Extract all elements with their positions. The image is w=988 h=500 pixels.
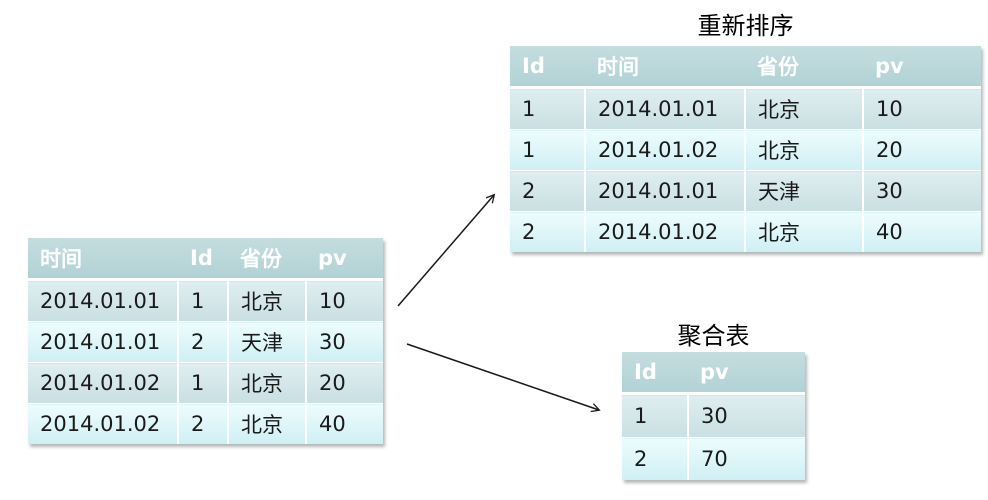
table-cell: 10 bbox=[305, 279, 383, 322]
table-row: 2014.01.01 2 天津 30 bbox=[28, 321, 383, 363]
table-cell: 1 bbox=[510, 129, 585, 171]
table-cell: 30 bbox=[687, 393, 805, 438]
table-cell: 1 bbox=[510, 87, 585, 130]
table-cell: 天津 bbox=[227, 321, 306, 363]
table-cell: 20 bbox=[862, 129, 981, 171]
column-header-id: Id bbox=[178, 238, 228, 281]
table-cell: 2014.01.01 bbox=[28, 279, 178, 322]
table-cell: 北京 bbox=[744, 211, 863, 252]
table-cell: 40 bbox=[305, 403, 383, 444]
table-row: 2014.01.02 2 北京 40 bbox=[28, 403, 383, 444]
table-row: 2 2014.01.01 天津 30 bbox=[510, 170, 981, 212]
arrow-to-reorder-icon bbox=[397, 193, 496, 307]
table-header-row: 时间 Id 省份 pv bbox=[28, 238, 383, 281]
table-cell: 北京 bbox=[227, 362, 306, 404]
table-cell: 2014.01.02 bbox=[28, 403, 178, 444]
table-cell: 2014.01.01 bbox=[584, 87, 745, 130]
column-header-pv: pv bbox=[688, 352, 805, 395]
table-cell: 20 bbox=[305, 362, 383, 404]
table-cell: 1 bbox=[177, 279, 228, 322]
column-header-pv: pv bbox=[863, 46, 981, 89]
table-cell: 2014.01.02 bbox=[28, 362, 178, 404]
table-row: 2 70 bbox=[622, 437, 805, 480]
table-cell: 北京 bbox=[744, 129, 863, 171]
table-cell: 2 bbox=[622, 437, 688, 480]
reorder-table: Id 时间 省份 pv 1 2014.01.01 北京 10 1 2014.01… bbox=[510, 46, 981, 252]
table-row: 2 2014.01.02 北京 40 bbox=[510, 211, 981, 252]
table-row: 2014.01.01 1 北京 10 bbox=[28, 279, 383, 322]
table-row: 1 30 bbox=[622, 393, 805, 438]
table-cell: 30 bbox=[862, 170, 981, 212]
table-cell: 10 bbox=[862, 87, 981, 130]
table-cell: 2014.01.01 bbox=[584, 170, 745, 212]
table-cell: 2014.01.01 bbox=[28, 321, 178, 363]
table-header-row: Id 时间 省份 pv bbox=[510, 46, 981, 89]
aggregate-table-title: 聚合表 bbox=[677, 322, 750, 350]
column-header-pv: pv bbox=[306, 238, 383, 281]
table-cell: 北京 bbox=[744, 87, 863, 130]
table-cell: 40 bbox=[862, 211, 981, 252]
table-cell: 2 bbox=[510, 211, 585, 252]
table-cell: 1 bbox=[177, 362, 228, 404]
column-header-time: 时间 bbox=[28, 238, 178, 281]
reorder-table-title: 重新排序 bbox=[697, 12, 794, 40]
table-cell: 北京 bbox=[227, 403, 306, 444]
table-row: 1 2014.01.01 北京 10 bbox=[510, 87, 981, 130]
table-header-row: Id pv bbox=[622, 352, 805, 395]
column-header-id: Id bbox=[510, 46, 585, 89]
table-cell: 30 bbox=[305, 321, 383, 363]
table-cell: 1 bbox=[622, 393, 688, 438]
table-cell: 2 bbox=[177, 321, 228, 363]
column-header-province: 省份 bbox=[745, 46, 863, 89]
table-row: 1 2014.01.02 北京 20 bbox=[510, 129, 981, 171]
table-cell: 2014.01.02 bbox=[584, 129, 745, 171]
table-cell: 北京 bbox=[227, 279, 306, 322]
table-row: 2014.01.02 1 北京 20 bbox=[28, 362, 383, 404]
column-header-time: 时间 bbox=[585, 46, 745, 89]
table-cell: 2 bbox=[510, 170, 585, 212]
table-cell: 2014.01.02 bbox=[584, 211, 745, 252]
column-header-id: Id bbox=[622, 352, 688, 395]
source-table: 时间 Id 省份 pv 2014.01.01 1 北京 10 2014.01.0… bbox=[28, 238, 383, 444]
arrow-to-aggregate-icon bbox=[406, 343, 601, 413]
column-header-province: 省份 bbox=[228, 238, 306, 281]
table-cell: 2 bbox=[177, 403, 228, 444]
table-cell: 70 bbox=[687, 437, 805, 480]
aggregate-table: Id pv 1 30 2 70 bbox=[622, 352, 805, 480]
table-cell: 天津 bbox=[744, 170, 863, 212]
